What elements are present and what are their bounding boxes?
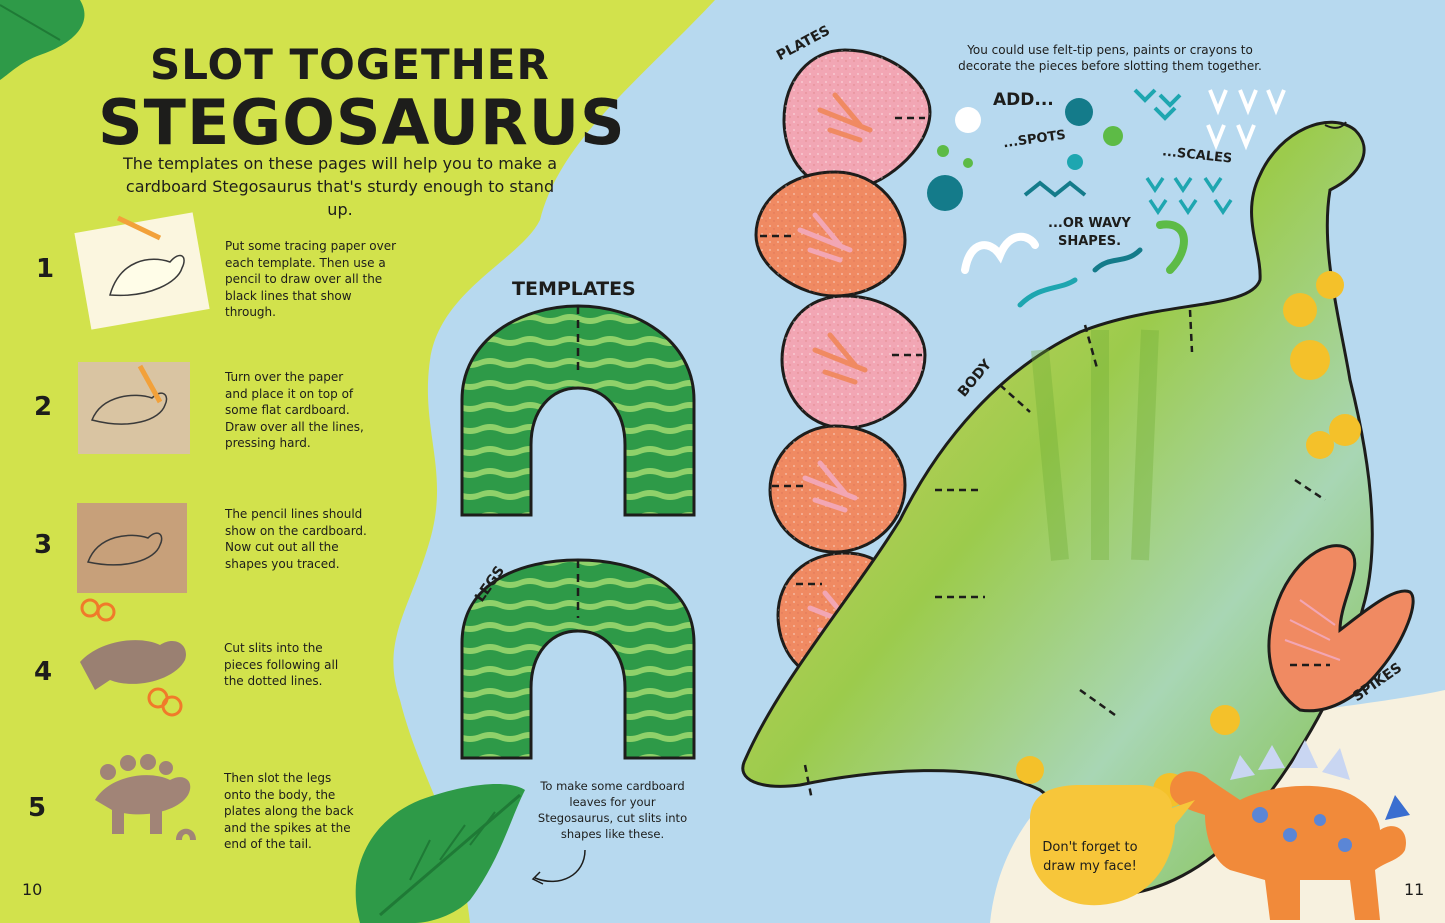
plate-2 bbox=[754, 170, 907, 298]
legs-template-bottom bbox=[460, 558, 696, 760]
leaf-bottom bbox=[355, 784, 525, 923]
step-2-number: 2 bbox=[34, 392, 53, 422]
spikes-template bbox=[1267, 544, 1415, 713]
step-4-number: 4 bbox=[34, 657, 53, 687]
legs-template-top bbox=[460, 304, 696, 517]
step3-illustration bbox=[77, 503, 187, 622]
step-1-text: Put some tracing paper over each templat… bbox=[225, 239, 397, 319]
step-4-text: Cut slits into the pieces following all … bbox=[224, 641, 339, 688]
leaf-top-left bbox=[0, 0, 85, 80]
plate-3 bbox=[780, 294, 927, 430]
decoration-wavy-label-2: SHAPES. bbox=[1058, 234, 1122, 249]
plate-1 bbox=[782, 48, 932, 192]
step4-illustration bbox=[80, 640, 186, 717]
step-5-number: 5 bbox=[28, 793, 47, 823]
step5-illustration bbox=[95, 754, 196, 840]
step-1-number: 1 bbox=[36, 254, 55, 284]
intro-text: The templates on these pages will help y… bbox=[122, 154, 558, 219]
decoration-wavy-label-1: ...OR WAVY bbox=[1048, 216, 1131, 231]
speech-bubble-shape bbox=[1030, 785, 1195, 906]
decorate-note: You could use felt-tip pens, paints or c… bbox=[958, 43, 1262, 73]
step-2-text: Turn over the paper and place it on top … bbox=[225, 370, 364, 450]
finished-stegosaurus-illustration bbox=[1170, 740, 1410, 920]
step-3-number: 3 bbox=[34, 530, 53, 560]
step1-illustration bbox=[74, 212, 210, 330]
leaves-arrow bbox=[534, 849, 586, 883]
step2-illustration bbox=[78, 362, 190, 454]
page-number-right: 11 bbox=[1404, 880, 1425, 899]
step-5-text: Then slot the legs onto the body, the pl… bbox=[224, 771, 354, 851]
step-3-text: The pencil lines should show on the card… bbox=[225, 507, 367, 571]
speech-bubble-text: Don't forget to draw my face! bbox=[1042, 840, 1138, 874]
templates-heading: TEMPLATES bbox=[512, 278, 636, 300]
body-template bbox=[741, 120, 1374, 897]
page-number-left: 10 bbox=[22, 880, 43, 899]
title-line-2: STEGOSAURUS bbox=[98, 86, 626, 159]
leaves-note: To make some cardboard leaves for your S… bbox=[537, 779, 688, 841]
decoration-add-label: ADD... bbox=[993, 90, 1054, 110]
decoration-swatches bbox=[927, 88, 1286, 308]
plate-4 bbox=[768, 424, 907, 554]
title-line-1: SLOT TOGETHER bbox=[150, 40, 550, 89]
